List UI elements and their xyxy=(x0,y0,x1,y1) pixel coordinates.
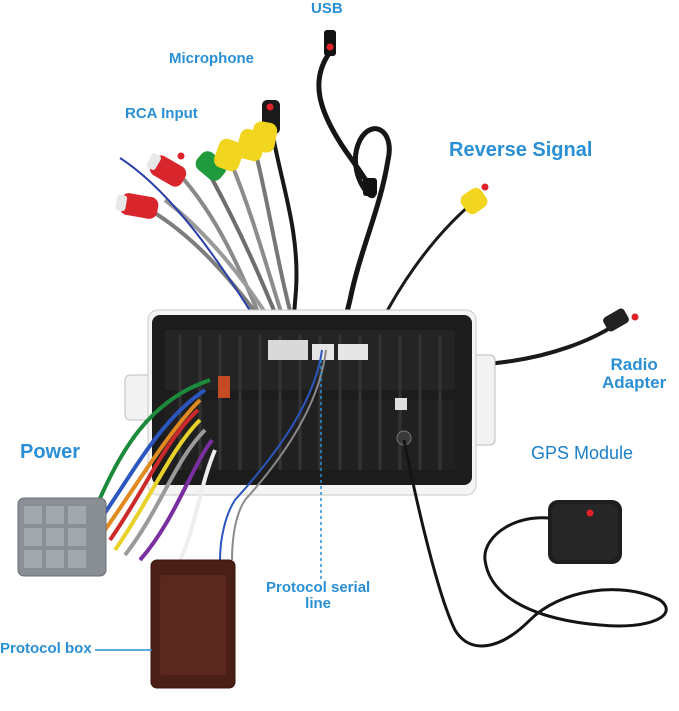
label-radio-adapter: Radio Adapter xyxy=(602,356,666,392)
protocol-box xyxy=(150,559,236,689)
usb-cable xyxy=(316,30,392,341)
reverse-signal-marker-dot xyxy=(481,183,489,191)
label-protocol-serial-line1: Protocol serial xyxy=(266,579,371,596)
usb-marker-dot xyxy=(326,43,334,51)
label-radio-adapter-line1: Radio xyxy=(610,355,658,374)
label-usb: USB xyxy=(311,0,343,17)
rca-input-cables xyxy=(115,121,300,342)
label-rca-input: RCA Input xyxy=(125,105,198,122)
rca-plug-yellow-3-icon xyxy=(250,121,278,153)
label-power: Power xyxy=(20,441,81,463)
rca-plug-red-1-icon xyxy=(146,153,187,187)
label-reverse-signal: Reverse Signal xyxy=(449,139,593,161)
power-harness xyxy=(17,378,217,577)
radio-plug-icon xyxy=(603,308,629,332)
label-radio-adapter-line2: Adapter xyxy=(602,372,667,392)
radio-adapter-marker-dot xyxy=(631,313,639,321)
leader-lines xyxy=(95,360,322,651)
usb-plug-icon xyxy=(324,30,336,56)
reverse-signal-plug-icon xyxy=(460,187,488,215)
rca-plug-red-2-icon xyxy=(115,193,159,219)
microphone-marker-dot xyxy=(266,103,274,111)
fuse-icon xyxy=(218,376,230,398)
label-gps-module: GPS Module xyxy=(531,443,634,463)
marker-dots xyxy=(177,43,639,517)
rca-plug-yellow-1-icon xyxy=(213,138,245,172)
label-microphone: Microphone xyxy=(169,50,254,67)
label-protocol-serial-line: Protocol serial line xyxy=(266,580,370,612)
gps-module-marker-dot xyxy=(586,509,594,517)
gps-cable xyxy=(402,439,668,648)
protocol-serial-line-cable xyxy=(219,349,327,561)
label-protocol-box: Protocol box xyxy=(0,640,92,657)
label-protocol-serial-line2: line xyxy=(305,594,332,612)
rca-input-marker-dot xyxy=(177,152,185,160)
